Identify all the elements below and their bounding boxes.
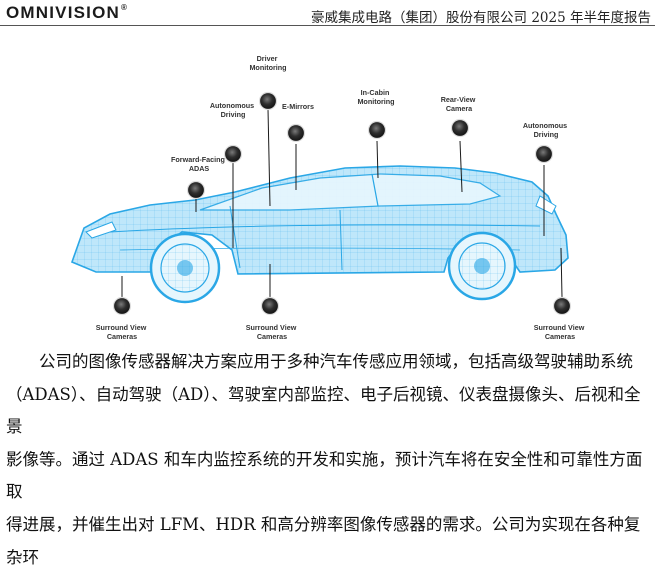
camera-icon <box>260 296 280 316</box>
camera-icon <box>258 91 278 111</box>
paragraph-line: 得进展，并催生出对 LFM、HDR 和高分辨率图像传感器的需求。公司为实现在各种… <box>6 514 641 567</box>
car-wireframe <box>70 165 569 304</box>
paragraph-line: 公司的图像传感器解决方案应用于多种汽车传感应用领域，包括高级驾驶辅助系统 <box>39 352 633 371</box>
report-title: 豪威集成电路（集团）股份有限公司 2025 年半年度报告 <box>311 10 651 26</box>
label-surround-right: Surround View Cameras <box>534 323 587 341</box>
omnivision-logo: OMNIVISION® <box>6 3 129 22</box>
header-rule <box>0 25 655 26</box>
front-wheel <box>149 232 221 304</box>
camera-icon <box>534 144 554 164</box>
label-surround-left: Surround View Cameras <box>96 323 149 341</box>
label-e-mirrors: E-Mirrors <box>282 102 314 111</box>
camera-icons <box>112 91 572 316</box>
label-driver-monitoring: Driver Monitoring <box>249 54 286 72</box>
camera-icon <box>223 144 243 164</box>
body-paragraph: 公司的图像传感器解决方案应用于多种汽车传感应用领域，包括高级驾驶辅助系统 （AD… <box>6 346 648 574</box>
leader-lines <box>121 108 563 298</box>
rear-wheel <box>447 231 517 301</box>
camera-icon <box>367 120 387 140</box>
camera-icon <box>286 123 306 143</box>
camera-icon <box>552 296 572 316</box>
label-autonomous-driving-left: Autonomous Driving <box>210 101 256 119</box>
camera-icon <box>112 296 132 316</box>
label-rear-view-camera: Rear-View Camera <box>441 95 478 113</box>
paragraph-line: 影像等。通过 ADAS 和车内监控系统的开发和实施，预计汽车将在安全性和可靠性方… <box>6 449 643 502</box>
label-in-cabin-monitoring: In-Cabin Monitoring <box>357 88 394 106</box>
camera-icon <box>450 118 470 138</box>
page-header: OMNIVISION® 豪威集成电路（集团）股份有限公司 2025 年半年度报告 <box>0 0 655 26</box>
camera-icon <box>186 180 206 200</box>
label-autonomous-driving-right: Autonomous Driving <box>523 121 569 139</box>
automotive-camera-figure: Forward-Facing ADAS Autonomous Driving D… <box>70 54 587 341</box>
label-forward-facing-adas: Forward-Facing ADAS <box>171 155 227 173</box>
paragraph-line: （ADAS）、自动驾驶（AD）、驾驶室内部监控、电子后视镜、仪表盘摄像头、后视和… <box>6 384 641 437</box>
label-surround-middle: Surround View Cameras <box>246 323 299 341</box>
